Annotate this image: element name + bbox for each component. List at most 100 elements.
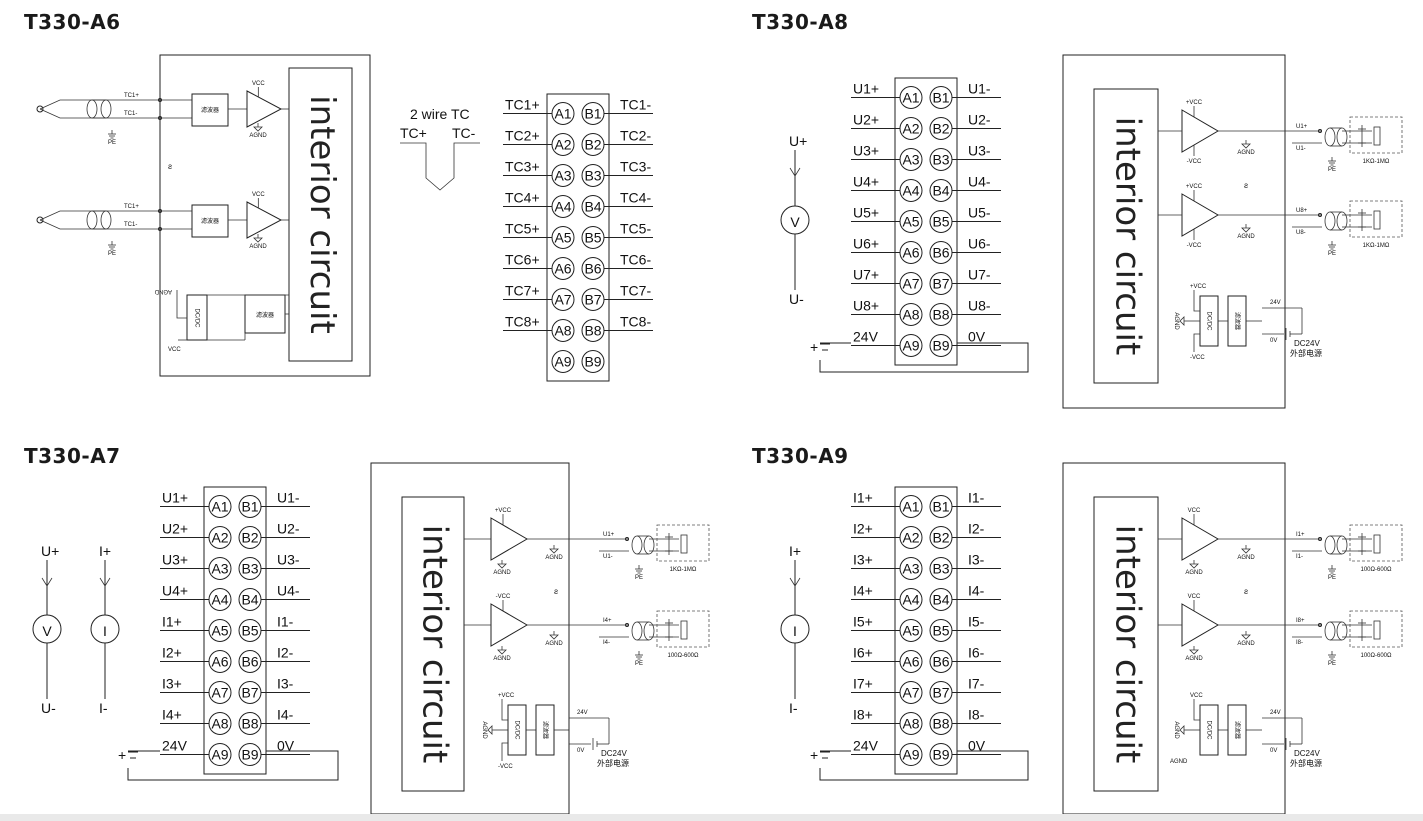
a9-power-vcc-wire xyxy=(1193,699,1200,721)
a6-input-1-agnd-label: AGND xyxy=(249,244,267,250)
a9-channel-bot-resistor-label: 100Ω-600Ω xyxy=(1361,653,1393,659)
a7-agnd-bot-arrow xyxy=(497,649,507,655)
a8-opamp-bot-vcc-label: +VCC xyxy=(1186,184,1203,190)
a6-terminal-label-b9: B9 xyxy=(584,354,601,370)
a8-voltage-source-top-label: U+ xyxy=(789,133,807,149)
a8-pin-label-left-7: U8+ xyxy=(853,298,879,314)
a9-terminal-label-a4: A4 xyxy=(902,592,919,608)
a7-channel-top-cable-shield-right xyxy=(643,535,655,555)
a7-power-vcc-wire xyxy=(501,699,508,721)
a6-agnd-wire xyxy=(176,290,187,319)
a7-ext-power-ext-power-label: 外部电源 xyxy=(597,758,629,768)
a9-agnd-bot-label: AGND xyxy=(1185,656,1203,662)
a7-pin-label-left-4: I1+ xyxy=(162,614,182,630)
a8-pin-label-left-3: U4+ xyxy=(853,174,879,190)
a6-two-wire-tc-label: 2 wire TC xyxy=(410,106,470,122)
a8-pin-label-left-0: U1+ xyxy=(853,81,879,97)
a9-pin-label-left-0: I1+ xyxy=(853,490,873,506)
a6-input-1-wire-minus xyxy=(39,219,192,230)
a8-ext-power-dc24v-label: DC24V xyxy=(1294,339,1320,348)
module-title-a6: T330-A6 xyxy=(24,10,121,34)
a7-voltage-source-arrow xyxy=(41,577,53,587)
a7-terminal-label-a8: A8 xyxy=(211,716,228,732)
a7-pin-label-right-7: I4- xyxy=(277,707,294,723)
a8-agnd-bot-arrow xyxy=(1241,227,1251,233)
a8-terminal-label-a9: A9 xyxy=(902,338,919,354)
a9-pin-label-right-2: I3- xyxy=(968,552,985,568)
a9-channel-top-cable-shield-right xyxy=(1336,535,1348,555)
a9-terminal-label-a3: A3 xyxy=(902,561,919,577)
a7-current-source-meter-symbol: I xyxy=(103,623,107,639)
a7-channel-bot-resistor-label: 100Ω-600Ω xyxy=(668,653,700,659)
interior-circuit-label: interior circuit xyxy=(302,95,342,334)
a6-terminal-label-b2: B2 xyxy=(584,137,601,153)
a7-power-filter-label: 滤波器 xyxy=(541,721,549,739)
a9-pin-label-right-3: I4- xyxy=(968,583,985,599)
a8-power-vcc-label: +VCC xyxy=(1190,284,1207,290)
a6-input-1-cable-shield-right xyxy=(100,210,112,230)
a9-pin-label-right-5: I6- xyxy=(968,645,985,661)
a8-channel-bot-minus-label: U8- xyxy=(1296,230,1306,236)
a9-pin-label-left-1: I2+ xyxy=(853,521,873,537)
a6-input-1-opamp-vcc-label: VCC xyxy=(252,192,265,198)
a9-power-loop xyxy=(819,750,1029,781)
a9-terminal-label-a8: A8 xyxy=(902,716,919,732)
a7-channel-bot-sensor-frame xyxy=(656,610,710,648)
a7-pin-label-left-6: I3+ xyxy=(162,676,182,692)
a7-channel-bot-node-plus xyxy=(625,623,629,627)
a8-opamp-top xyxy=(1181,109,1219,153)
a8-terminal-label-b3: B3 xyxy=(932,152,949,168)
a6-input-0-probe-tip xyxy=(36,105,44,113)
a9-channel-top-plus-label: I1+ xyxy=(1296,532,1305,538)
a8-voltage-source-arrow xyxy=(789,167,801,177)
a7-channel-bot-resistor xyxy=(680,620,688,640)
a6-module-frame xyxy=(159,54,371,377)
a8-power-nvcc-label: -VCC xyxy=(1190,355,1205,361)
a9-power-dcdc-label: DC/DC xyxy=(1205,721,1211,741)
a9-terminal-label-a9: A9 xyxy=(902,747,919,763)
a9-terminal-label-b3: B3 xyxy=(932,561,949,577)
a9-ext-power-0v-label: 0V xyxy=(1270,748,1277,754)
a8-terminal-label-a3: A3 xyxy=(902,152,919,168)
a7-pin-label-right-1: U2- xyxy=(277,521,300,537)
a8-opamp-bot-neg-label: -VCC xyxy=(1187,243,1202,249)
bottom-strip xyxy=(0,814,1423,821)
a9-current-source-arrow xyxy=(789,577,801,587)
a6-pin-label-right-7: TC8- xyxy=(620,314,651,330)
a8-channel-top-plus-label: U1+ xyxy=(1296,124,1308,130)
a6-terminal-label-a5: A5 xyxy=(554,230,571,246)
a8-power-agnd-label: AGND xyxy=(1173,312,1179,330)
a6-input-0-agnd-label: AGND xyxy=(249,133,267,139)
a7-terminal-label-a5: A5 xyxy=(211,623,228,639)
a9-terminal-label-b8: B8 xyxy=(932,716,949,732)
a6-input-0-node-plus xyxy=(158,98,162,102)
a9-pin-label-right-1: I2- xyxy=(968,521,985,537)
a6-input-0-cable-shield-left xyxy=(86,99,98,119)
a9-channel-top-resistor xyxy=(1373,534,1381,554)
a7-terminal-label-a2: A2 xyxy=(211,530,228,546)
a6-terminal-label-b6: B6 xyxy=(584,261,601,277)
a6-pin-label-left-2: TC3+ xyxy=(505,159,540,175)
a6-input-0-wire-minus xyxy=(39,108,192,119)
a7-voltage-source-bottom-label: U- xyxy=(41,700,56,716)
a6-pin-label-right-1: TC2- xyxy=(620,128,651,144)
a6-terminal-label-b5: B5 xyxy=(584,230,601,246)
a8-channel-top-minus-label: U1- xyxy=(1296,146,1306,152)
a9-opamp-bot xyxy=(1181,603,1219,647)
a6-vcc-label: VCC xyxy=(168,347,181,353)
a9-channel-top-node-plus xyxy=(1318,537,1322,541)
a9-channel-top-resistor-label: 100Ω-600Ω xyxy=(1361,567,1393,573)
a6-terminal-label-a2: A2 xyxy=(554,137,571,153)
a8-module-frame xyxy=(1062,54,1286,409)
a8-channel-bot-resistor xyxy=(1373,210,1381,230)
a8-voltage-source-bottom-label: U- xyxy=(789,291,804,307)
a6-pin-label-left-3: TC4+ xyxy=(505,190,540,206)
a7-voltage-source-top-label: U+ xyxy=(41,543,59,559)
a9-agnd-top-label: AGND xyxy=(1185,570,1203,576)
a7-terminal-label-b9: B9 xyxy=(241,747,258,763)
a8-terminal-label-a8: A8 xyxy=(902,307,919,323)
a7-channel-bot-plus-label: I4+ xyxy=(603,618,612,624)
a8-opamp-bot xyxy=(1181,193,1219,237)
a9-pin-label-left-8: 24V xyxy=(853,738,879,754)
module-title-a7: T330-A7 xyxy=(24,444,121,468)
